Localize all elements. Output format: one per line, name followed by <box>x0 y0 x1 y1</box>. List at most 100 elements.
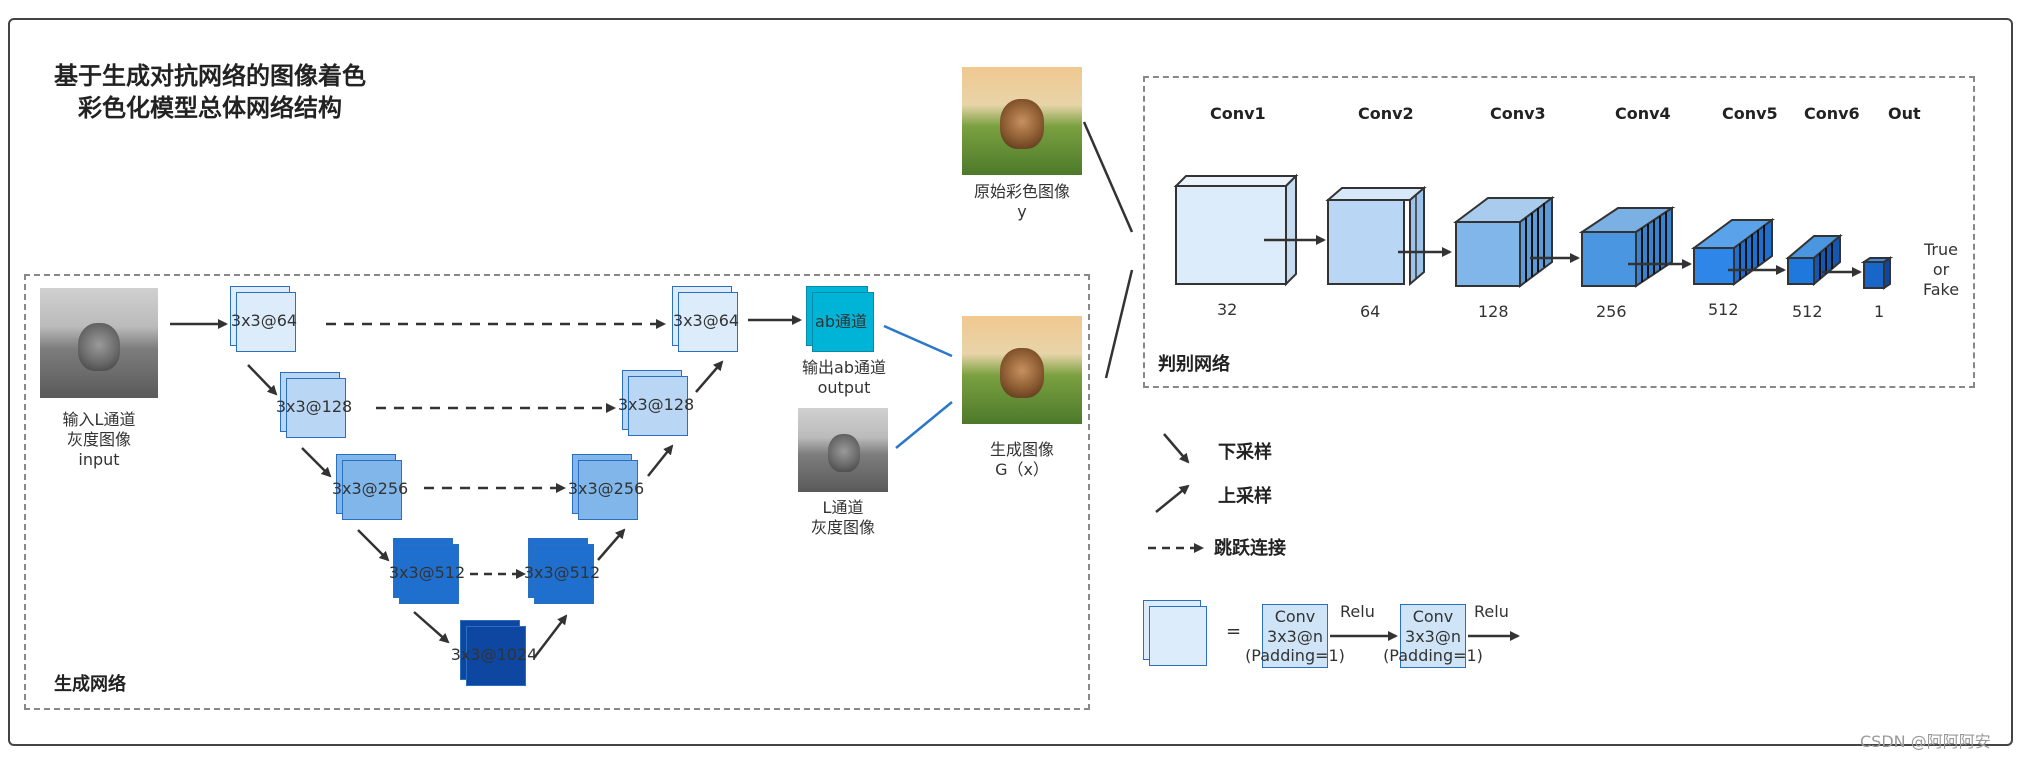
title-line-2: 彩色化模型总体网络结构 <box>78 94 342 122</box>
dog-figure <box>1000 99 1044 149</box>
legend-conv-box-1: Conv 3x3@n <box>1262 604 1328 668</box>
dog-figure <box>78 323 120 371</box>
conv5-header: Conv5 <box>1722 104 1778 123</box>
out-channels: 1 <box>1874 302 1885 321</box>
input-gray-image <box>40 288 158 398</box>
conv1-cube <box>1173 173 1299 287</box>
block-label: 3x3@64 <box>672 310 740 330</box>
l-caption-line-2: 灰度图像 <box>810 518 875 537</box>
out-header: Out <box>1888 104 1921 123</box>
block-label: ab通道 <box>815 312 867 331</box>
generated-caption-line-2: G（x） <box>995 460 1049 479</box>
input-caption-line-1: 输入L通道 <box>62 410 136 429</box>
legend-skip-label: 跳跃连接 <box>1214 538 1286 559</box>
original-caption-line-1: 原始彩色图像 <box>973 182 1070 201</box>
decoder-block-4: 3x3@512 <box>523 538 601 606</box>
conv1-header: Conv1 <box>1210 104 1266 123</box>
legend-block-icon <box>1143 600 1209 668</box>
conv6-cube <box>1785 233 1843 287</box>
decoder-block-2: 3x3@128 <box>617 370 695 438</box>
watermark: CSDN @阿阿阿安 <box>1860 732 1991 751</box>
conv4-cube <box>1578 206 1676 288</box>
ab-output-caption: 输出ab通道 output <box>776 358 912 398</box>
conv5-cube <box>1690 218 1776 286</box>
generated-to-disc-line <box>1104 269 1134 379</box>
title-line-1: 基于生成对抗网络的图像着色 <box>54 62 366 90</box>
conv-box-line-1: Conv <box>1412 607 1454 626</box>
up-arrow-2 <box>597 528 626 561</box>
conv3-channels: 128 <box>1478 302 1509 321</box>
l-channel-image <box>798 408 888 492</box>
legend-padding-2: (Padding=1) <box>1383 646 1483 665</box>
block-label: 3x3@512 <box>523 562 601 582</box>
conv-box-line-2: 3x3@n <box>1267 627 1323 646</box>
encoder-block-1: 3x3@64 <box>230 286 298 354</box>
conv6-channels: 512 <box>1792 302 1823 321</box>
block-label: 3x3@1024 <box>450 644 538 664</box>
input-caption-line-3: input <box>78 450 120 469</box>
conv4-header: Conv4 <box>1615 104 1671 123</box>
output-line-2: or <box>1932 260 1950 279</box>
conv2-header: Conv2 <box>1358 104 1414 123</box>
encoder-block-3: 3x3@256 <box>331 454 409 522</box>
original-to-disc-line <box>1082 121 1134 233</box>
down-arrow-3 <box>357 529 390 562</box>
bottleneck-block: 3x3@1024 <box>450 620 538 688</box>
block-label: 3x3@128 <box>275 396 353 416</box>
legend-up-label: 上采样 <box>1218 486 1272 507</box>
legend-up-arrow <box>1155 484 1190 513</box>
ab-caption-line-2: output <box>817 378 871 397</box>
original-color-image <box>962 67 1082 175</box>
true-or-fake-label: True or Fake <box>1916 240 1966 300</box>
legend-down-arrow <box>1163 433 1190 464</box>
legend-relu-1: Relu <box>1340 602 1375 621</box>
conv2-cube <box>1325 185 1427 287</box>
original-caption: 原始彩色图像 y <box>952 182 1092 222</box>
ab-caption-line-1: 输出ab通道 <box>802 358 886 377</box>
legend-equals: = <box>1226 621 1242 642</box>
conv1-channels: 32 <box>1217 300 1238 319</box>
generated-caption-line-1: 生成图像 <box>989 440 1054 459</box>
decoder-block-1: 3x3@64 <box>672 286 740 354</box>
down-arrow-1 <box>247 364 278 396</box>
block-label: 3x3@128 <box>617 394 695 414</box>
block-label: 3x3@256 <box>567 478 645 498</box>
decoder-block-3: 3x3@256 <box>567 454 645 522</box>
ab-to-generated-line <box>883 324 953 358</box>
dog-figure <box>828 434 860 472</box>
original-caption-line-2: y <box>1017 202 1027 221</box>
conv-box-line-2: 3x3@n <box>1405 627 1461 646</box>
down-arrow-4 <box>413 611 450 644</box>
generator-region <box>24 274 1090 710</box>
generator-label: 生成网络 <box>54 674 126 695</box>
ab-output-block: ab通道 <box>806 286 876 354</box>
discriminator-region <box>1143 76 1975 388</box>
up-arrow-1 <box>533 614 568 659</box>
l-caption-line-1: L通道 <box>822 498 864 517</box>
legend-down-label: 下采样 <box>1218 442 1272 463</box>
encoder-block-2: 3x3@128 <box>275 372 353 440</box>
block-label: 3x3@512 <box>388 562 466 582</box>
conv6-header: Conv6 <box>1804 104 1860 123</box>
encoder-block-4: 3x3@512 <box>388 538 466 606</box>
out-cube <box>1860 256 1894 290</box>
block-label: 3x3@256 <box>331 478 409 498</box>
l-channel-caption: L通道 灰度图像 <box>778 498 908 538</box>
diagram-frame <box>8 18 2013 746</box>
input-caption: 输入L通道 灰度图像 input <box>30 410 168 470</box>
up-arrow-3 <box>647 444 674 477</box>
legend-relu-2: Relu <box>1474 602 1509 621</box>
output-line-3: Fake <box>1922 280 1960 299</box>
conv4-channels: 256 <box>1596 302 1627 321</box>
input-caption-line-2: 灰度图像 <box>66 430 131 449</box>
discriminator-label: 判别网络 <box>1158 354 1230 375</box>
down-arrow-2 <box>301 447 332 478</box>
conv3-header: Conv3 <box>1490 104 1546 123</box>
conv5-channels: 512 <box>1708 300 1739 319</box>
l-to-generated-line <box>895 401 953 449</box>
dog-figure <box>1000 348 1044 398</box>
up-arrow-4 <box>695 360 724 393</box>
block-label: 3x3@64 <box>230 310 298 330</box>
conv2-channels: 64 <box>1360 302 1381 321</box>
